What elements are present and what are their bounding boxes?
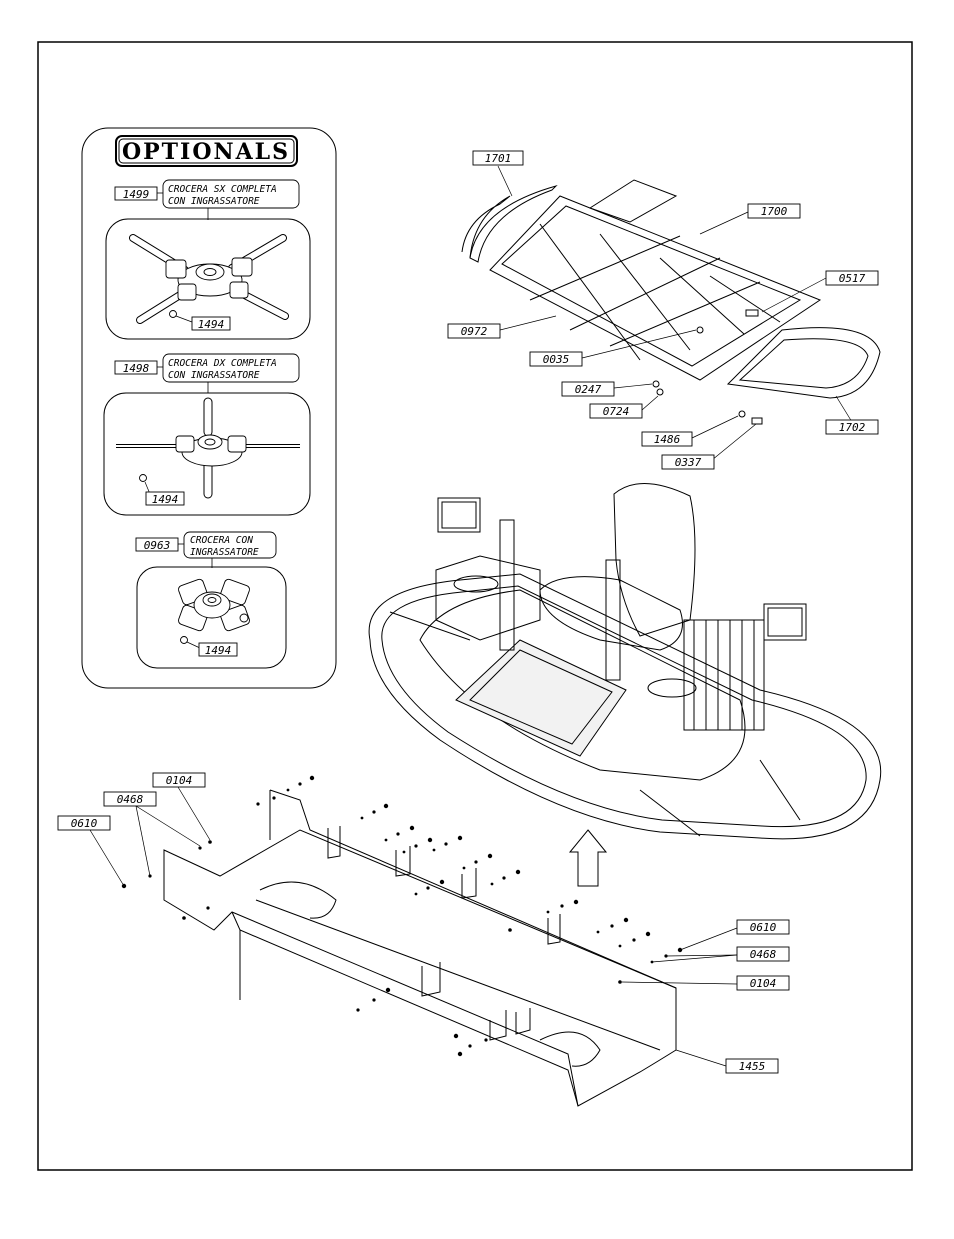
optional-code-label: 1498 [123, 362, 150, 375]
optionals-title: OPTIONALS [122, 139, 290, 165]
top-plate [590, 180, 676, 222]
seat-cushion [540, 577, 683, 650]
bolt-icon [752, 418, 762, 424]
optional-code-label: 1499 [123, 188, 150, 201]
grease-nipple-icon [181, 637, 188, 644]
optional-desc-line2: CON INGRASSATORE [168, 196, 260, 207]
tread-plate [456, 640, 626, 756]
work-lamp-left [438, 498, 480, 532]
part-label-1702: 1702 [839, 421, 866, 434]
cutout-arc-left [260, 882, 336, 918]
optional-item-0963: 0963 CROCERA CON INGRASSATORE 1494 [136, 532, 286, 668]
cross-hub-assembly [177, 578, 250, 632]
fuel-tank [436, 556, 540, 640]
grease-nipple-icon [170, 311, 177, 318]
part-label-0724: 0724 [603, 405, 630, 418]
optional-desc-line1: CROCERA CON [190, 535, 253, 546]
optional-item-1499: 1499 CROCERA SX COMPLETA CON INGRASSATOR… [106, 180, 310, 339]
washer-icon [739, 411, 745, 417]
work-lamp-right [764, 604, 806, 640]
assembly-direction-arrow [570, 830, 606, 886]
base-labels: 0104 0468 0610 0610 0468 0104 1455 [58, 773, 789, 1073]
guard-labels: 1701 1700 0517 0972 0035 0247 0724 1486 … [448, 151, 878, 469]
part-label: 1494 [198, 318, 225, 331]
part-label-0247: 0247 [575, 383, 602, 396]
tray-body [164, 830, 676, 1106]
optional-item-1498: 1498 CROCERA DX COMPLETA CON INGRASSATOR… [104, 354, 310, 515]
part-label: 1494 [152, 493, 179, 506]
optionals-panel: OPTIONALS 1499 CROCERA SX COMPLETA CON I… [82, 128, 336, 688]
part-label-0610-right: 0610 [750, 921, 777, 934]
part-label-1455: 1455 [739, 1060, 766, 1073]
washer-icon [657, 389, 663, 395]
fastener-set [122, 776, 682, 1056]
part-label-0468-right: 0468 [750, 948, 777, 961]
optional-desc-line2: INGRASSATORE [190, 547, 259, 558]
part-label-0517: 0517 [839, 272, 866, 285]
optional-desc-line2: CON INGRASSATORE [168, 370, 260, 381]
guard-frame-drawing [462, 180, 880, 424]
part-label-0610: 0610 [71, 817, 98, 830]
base-tray-drawing [164, 790, 676, 1106]
radiator [684, 620, 764, 730]
cutout-arc-right [540, 1032, 600, 1066]
part-label-0104-right: 0104 [750, 977, 777, 990]
part-label-1486: 1486 [654, 433, 681, 446]
end-cap-right [728, 328, 880, 398]
guard-ring [369, 574, 881, 839]
part-label: 1494 [205, 644, 232, 657]
part-label-1700: 1700 [761, 205, 788, 218]
cross-arm-assembly-left [133, 238, 285, 320]
optional-code-label: 0963 [144, 539, 171, 552]
steering-handle-right [648, 679, 696, 697]
end-cap-left [470, 186, 556, 262]
part-label-0468: 0468 [117, 793, 144, 806]
part-label-0972: 0972 [461, 325, 488, 338]
grease-nipple-icon [140, 475, 147, 482]
seat-back [614, 483, 695, 636]
part-label-0337: 0337 [675, 456, 702, 469]
bolt-icon [746, 310, 758, 316]
part-label-0035: 0035 [543, 353, 570, 366]
ride-on-trowel-machine [369, 483, 881, 838]
nut-icon [697, 327, 703, 333]
part-label-1701: 1701 [485, 152, 512, 165]
part-label-0104: 0104 [166, 774, 193, 787]
nut-icon [653, 381, 659, 387]
optional-desc-line1: CROCERA SX COMPLETA [168, 184, 277, 195]
optional-desc-line1: CROCERA DX COMPLETA [168, 358, 277, 369]
